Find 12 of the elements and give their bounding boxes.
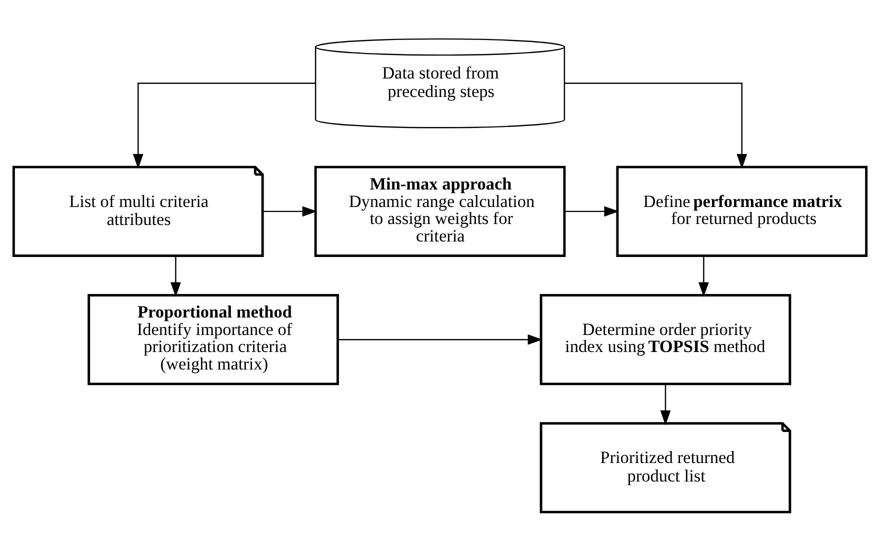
arrow [698, 255, 709, 297]
arrow [132, 82, 316, 168]
node-box: Min-max approach Dynamic range calculation to assign weights for criteria [314, 165, 566, 257]
node-box: Determine order priority index using TOPSIS method [540, 293, 792, 385]
arrow [170, 255, 181, 297]
arrow [338, 334, 543, 344]
node-box: Proportional method Identify importance of prioritization criteria (weight matrix) [88, 293, 339, 385]
arrow [660, 384, 671, 425]
node-box: Define performance matrix for returned products [616, 165, 868, 257]
arrow [262, 206, 318, 216]
arrow [564, 82, 748, 168]
arrow [564, 206, 619, 216]
